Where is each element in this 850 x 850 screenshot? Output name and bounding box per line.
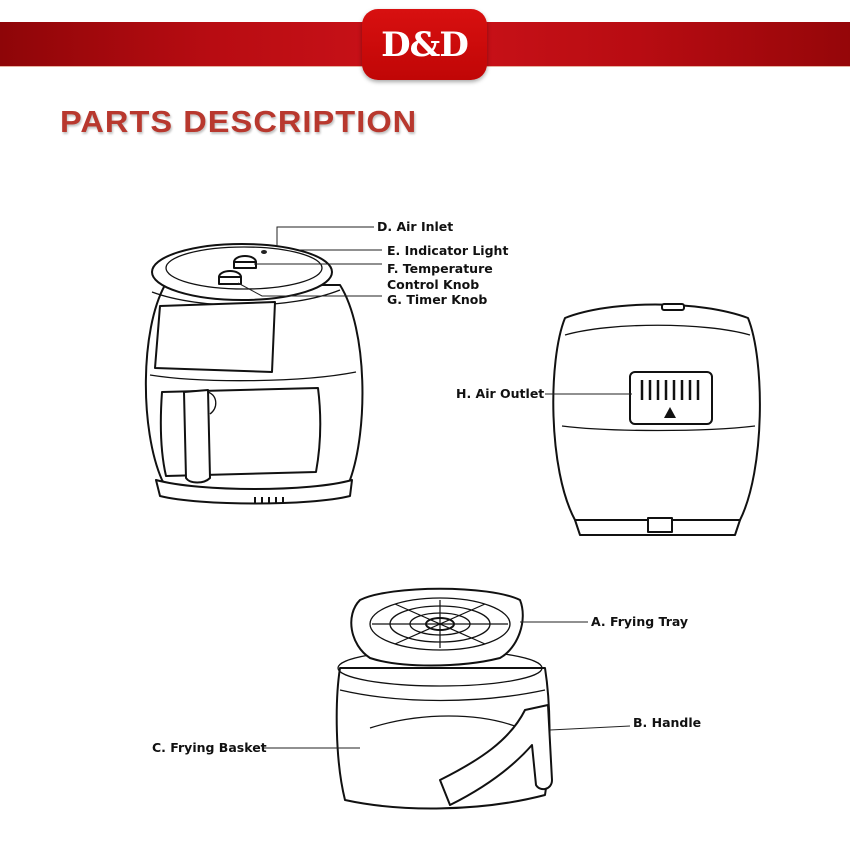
basket-handle [439, 704, 553, 806]
indicator-light [261, 250, 267, 254]
label-handle: B. Handle [633, 715, 701, 730]
label-air-inlet: D. Air Inlet [377, 219, 453, 234]
frying-basket [335, 649, 553, 810]
temperature-knob [233, 255, 257, 269]
logo-text: D&D [381, 24, 469, 65]
air-fryer-front [144, 243, 364, 505]
label-temperature-knob-line1: F. Temperature [387, 261, 493, 276]
warning-triangle-icon [664, 407, 676, 418]
label-air-outlet: H. Air Outlet [456, 386, 544, 401]
frying-tray [350, 587, 524, 667]
timer-knob [218, 270, 242, 285]
label-indicator-light: E. Indicator Light [387, 243, 508, 258]
label-temperature-knob-line2: Control Knob [387, 277, 479, 292]
label-frying-tray: A. Frying Tray [591, 614, 688, 629]
label-frying-basket: C. Frying Basket [152, 740, 267, 755]
air-fryer-back [552, 303, 761, 536]
page-title: PARTS DESCRIPTION [60, 104, 418, 139]
brand-logo: D&D [362, 9, 487, 80]
label-timer-knob: G. Timer Knob [387, 292, 487, 307]
